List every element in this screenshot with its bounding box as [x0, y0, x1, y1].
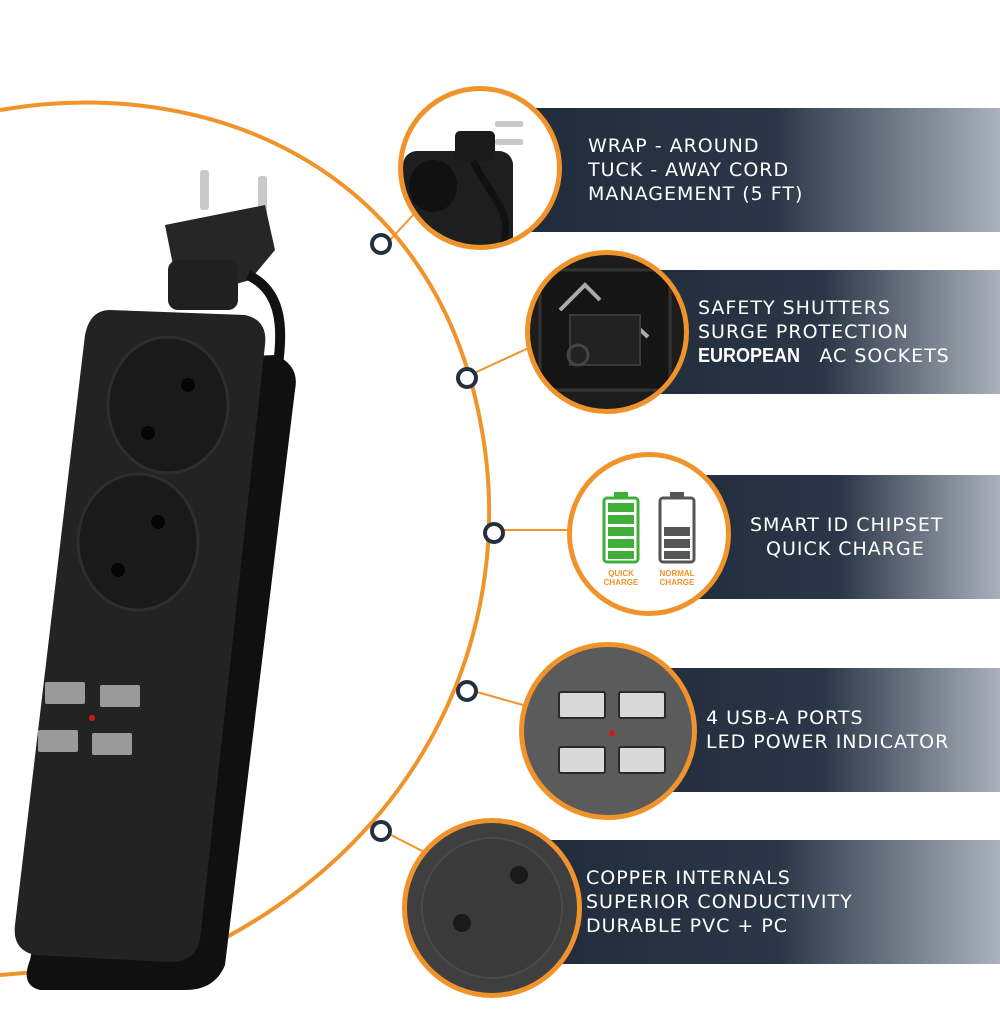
- feature-3-line-2: QUICK CHARGE: [766, 538, 925, 560]
- feature-image-cord: [398, 86, 562, 250]
- usb-port-2: [100, 685, 140, 707]
- usb-port-1: [45, 682, 85, 704]
- feature-4-line-1: 4 USB-A PORTS: [706, 707, 864, 729]
- feature-1-line-3: MANAGEMENT (5 FT): [588, 183, 804, 205]
- feature-4-line-2: LED POWER INDICATOR: [706, 731, 950, 753]
- battery-normal-label-2: CHARGE: [660, 578, 695, 587]
- plug-base: [168, 260, 238, 310]
- arc-dot-4: [456, 680, 478, 702]
- feature-image-socket: [402, 818, 582, 998]
- battery-quick-label-2: CHARGE: [604, 578, 639, 587]
- feature-image-batteries: QUICK CHARGE NORMAL CHARGE: [567, 452, 731, 616]
- socket-1-hole-right: [181, 378, 195, 392]
- arc-dot-2: [456, 367, 478, 389]
- battery-normal: [658, 496, 696, 564]
- led-indicator: [89, 715, 95, 721]
- socket-2-hole-left: [111, 563, 125, 577]
- socket-1-hole-left: [141, 426, 155, 440]
- feature-2-line-2: SURGE PROTECTION: [698, 321, 909, 343]
- arc-curve: [0, 100, 492, 977]
- arc-dot-1: [370, 233, 392, 255]
- arc-dot-3: [483, 522, 505, 544]
- battery-quick-cap: [614, 492, 628, 498]
- feature-image-usb: [519, 642, 697, 820]
- feature-1-line-1: WRAP - AROUND: [588, 135, 760, 157]
- socket-1: [106, 335, 230, 475]
- connector-2: [469, 344, 536, 376]
- feature-5-line-2: SUPERIOR CONDUCTIVITY: [586, 891, 853, 913]
- feature-1-line-2: TUCK - AWAY CORD: [588, 159, 790, 181]
- power-strip-image: [14, 170, 296, 990]
- feature-2-line-3-suffix: AC SOCKETS: [819, 345, 950, 367]
- plug-pin-left: [200, 170, 209, 210]
- feature-image-shutters: [525, 250, 689, 414]
- socket-2-hole-right: [151, 515, 165, 529]
- usb-port-4: [92, 733, 132, 755]
- feature-5-line-1: COPPER INTERNALS: [586, 867, 791, 889]
- arc-dot-5: [370, 820, 392, 842]
- battery-normal-label-1: NORMAL: [659, 569, 694, 578]
- battery-normal-cap: [670, 492, 684, 498]
- socket-2: [76, 472, 200, 612]
- strip-body: [14, 310, 266, 962]
- connector-4: [469, 689, 524, 706]
- feature-5-line-3: DURABLE PVC + PC: [586, 915, 789, 937]
- battery-quick-label-1: QUICK: [608, 569, 634, 578]
- usb-port-3: [38, 730, 78, 752]
- feature-3-line-1: SMART ID CHIPSET: [750, 514, 944, 536]
- battery-quick: [602, 496, 640, 564]
- feature-2-line-1: SAFETY SHUTTERS: [698, 297, 891, 319]
- feature-2-line-3-prefix: EUROPEAN: [698, 345, 801, 367]
